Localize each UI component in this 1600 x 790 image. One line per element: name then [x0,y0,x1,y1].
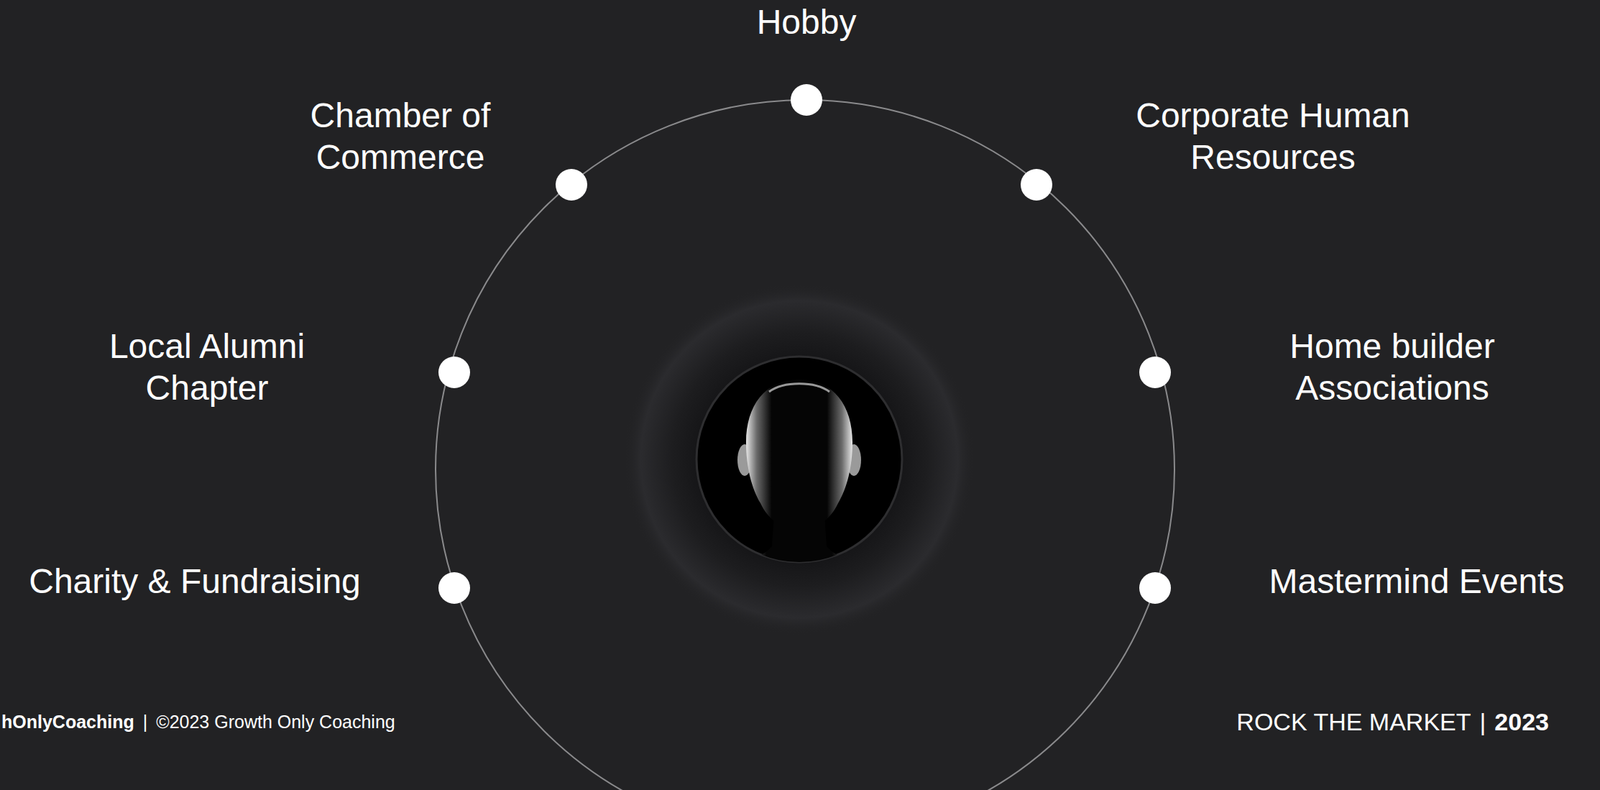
orbit-dot [1020,168,1053,201]
orbit-dot [790,84,823,116]
orbit-label: Chamber of Commerce [281,94,519,179]
label-text: Mastermind Events [1269,560,1565,603]
orbit-label: Charity & Fundraising [28,560,361,603]
orbit-dot [438,356,471,389]
orbit-dots [438,84,1171,604]
orbit-dot [1139,356,1171,389]
orbit-label: Hobby [756,1,857,44]
footer-text: | [1479,707,1487,737]
footer-text: ROCK THE MARKET [1236,707,1471,737]
orbit-label: Local Alumni Chapter [92,325,323,409]
label-text: Charity & Fundraising [28,560,361,603]
footer-text: ©2023 Growth Only Coaching [155,711,395,733]
orbit-label: Mastermind Events [1269,560,1565,603]
label-text: Corporate Human Resources [1122,94,1424,179]
head-silhouette [736,379,863,576]
orbit-dot [555,168,588,201]
orbit-label: Home builder Associations [1273,325,1511,409]
glow-ring [623,283,976,636]
label-text: Chamber of Commerce [281,94,519,179]
head [746,379,853,531]
footer-right: ROCK THE MARKET |2023 [1236,707,1549,737]
label-text: Hobby [756,1,857,44]
footer-text: hOnlyCoaching [1,711,135,733]
footer-text: | [143,711,149,733]
head-highlight [769,383,830,392]
footer-text: 2023 [1494,707,1549,737]
orbit-dot [438,572,471,604]
label-text: Home builder Associations [1273,325,1511,409]
footer-left: hOnlyCoaching | ©2023 Growth Only Coaching [1,711,396,733]
orbit-dot [1139,572,1171,604]
orbit-ring [435,99,1175,790]
orbit-label: Corporate Human Resources [1122,94,1424,179]
label-text: Local Alumni Chapter [92,325,323,409]
